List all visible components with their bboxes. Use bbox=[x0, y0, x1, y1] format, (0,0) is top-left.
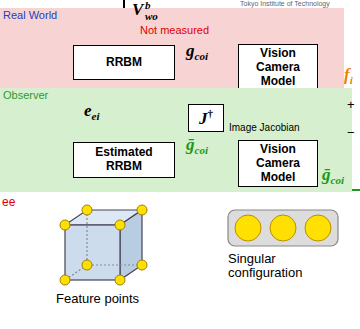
box-label: Vision Camera Model bbox=[242, 143, 314, 184]
cube-illustration bbox=[65, 210, 142, 280]
signal-name: fi bbox=[344, 66, 353, 86]
region-title: Real World bbox=[3, 9, 57, 21]
real-world-region: Real WorldRRBM Vision Camera Model bbox=[0, 8, 344, 88]
block-caption: Image Jacobian bbox=[229, 122, 300, 133]
process-box: RRBM bbox=[73, 45, 175, 80]
note: Not measured bbox=[140, 24, 209, 36]
singular-plate bbox=[228, 210, 338, 246]
process-box: Vision Camera Model bbox=[238, 140, 318, 187]
sign-symbol: − bbox=[347, 126, 355, 140]
edge-label: eei bbox=[84, 102, 100, 122]
process-box: Estimated RRBM bbox=[73, 142, 175, 178]
box-label: Estimated RRBM bbox=[77, 146, 171, 174]
superscript: b bbox=[145, 0, 151, 11]
collinear-points bbox=[235, 215, 331, 241]
box-label: J† bbox=[199, 107, 213, 129]
feature-points bbox=[60, 205, 147, 285]
signal-name: ḡcoi bbox=[322, 166, 344, 186]
edge-label: ḡcoi bbox=[186, 136, 208, 156]
process-box: Vision Camera Model bbox=[238, 44, 318, 91]
velocity-symbol: V bbox=[132, 1, 143, 20]
sign-symbol: + bbox=[347, 98, 355, 112]
figure-caption: Singular configuration bbox=[228, 252, 340, 281]
edge-label: gcoi bbox=[186, 42, 208, 62]
box-label: Vision Camera Model bbox=[242, 47, 314, 88]
figure-caption: Feature points bbox=[56, 292, 139, 306]
subscript: wo bbox=[145, 10, 158, 22]
box-label: RRBM bbox=[106, 56, 142, 70]
jacobian-box: J† bbox=[188, 104, 224, 132]
region-title: Observer bbox=[3, 89, 48, 101]
institution-note: Tokyo Institute of Technology bbox=[240, 0, 330, 8]
observer-region: ObserverJ† Estimated RRBM Vision Camera Mo… bbox=[0, 88, 352, 192]
note: ee bbox=[2, 196, 15, 209]
